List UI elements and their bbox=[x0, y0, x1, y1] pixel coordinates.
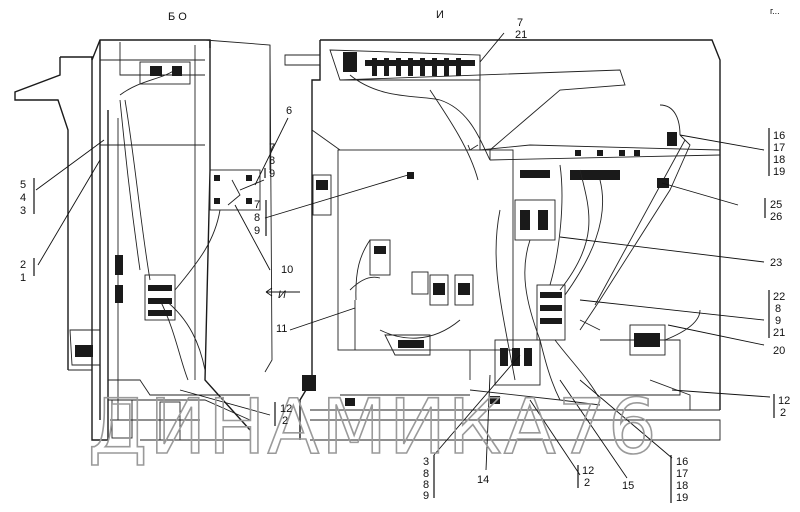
callout-number: 3 bbox=[20, 205, 26, 217]
leader-lines bbox=[33, 32, 775, 503]
callout-number: 19 bbox=[676, 492, 688, 504]
callout-number: 5 bbox=[20, 179, 26, 191]
callout-number: 8 bbox=[775, 303, 781, 315]
callout-number: 17 bbox=[773, 142, 785, 154]
callout-6: 6 bbox=[286, 105, 292, 117]
callout-16-19-bottom: 16 17 18 19 bbox=[676, 456, 688, 504]
callout-number: 20 bbox=[773, 345, 785, 357]
callout-number: 8 bbox=[423, 468, 429, 480]
callout-number: 1 bbox=[20, 272, 26, 284]
callout-number: 9 bbox=[423, 490, 429, 502]
callout-14: 14 bbox=[477, 474, 489, 486]
callout-2-1: 2 1 bbox=[20, 259, 26, 284]
callout-number: 22 bbox=[773, 291, 785, 303]
callout-number: 10 bbox=[281, 264, 293, 276]
callout-number: 21 bbox=[773, 327, 785, 339]
callout-number: 7 bbox=[517, 17, 523, 29]
view-label-right: И bbox=[436, 9, 444, 21]
callout-number: 25 bbox=[770, 199, 782, 211]
callout-5-4-3: 5 4 3 bbox=[20, 179, 26, 217]
callout-number: 2 bbox=[780, 407, 786, 419]
callout-number: 9 bbox=[775, 315, 781, 327]
callout-number: 8 bbox=[423, 479, 429, 491]
callout-number: 2 bbox=[584, 477, 590, 489]
callout-number: 17 bbox=[676, 468, 688, 480]
callout-number: 9 bbox=[254, 225, 260, 237]
callout-number: 12 bbox=[778, 395, 790, 407]
arrow-mark: И bbox=[278, 289, 286, 301]
callout-number: 18 bbox=[676, 480, 688, 492]
callout-12-2-bottom: 12 2 bbox=[582, 465, 594, 489]
callout-number: 8 bbox=[269, 155, 275, 167]
callout-number: 8 bbox=[254, 212, 260, 224]
callout-15: 15 bbox=[622, 480, 634, 492]
callout-number: 23 bbox=[770, 257, 782, 269]
callout-number: 7 bbox=[254, 199, 260, 211]
callout-number: 3 bbox=[423, 456, 429, 468]
view-arrow bbox=[265, 287, 300, 297]
callout-number: 12 bbox=[582, 465, 594, 477]
callout-12-2-left: 12 2 bbox=[280, 403, 292, 427]
left-assembly bbox=[14, 39, 273, 441]
callout-number: 12 bbox=[280, 403, 292, 415]
watermark-text: ДИНАМИКА76 bbox=[88, 382, 658, 471]
callout-16-19-top: 16 17 18 19 bbox=[773, 130, 785, 178]
callout-number: 14 bbox=[477, 474, 489, 486]
callout-number: 21 bbox=[515, 29, 527, 41]
callout-11: 11 bbox=[276, 323, 287, 335]
callout-number: 16 bbox=[773, 130, 785, 142]
callout-7-8-9-b: 7 8 9 bbox=[254, 199, 260, 237]
callout-number: 4 bbox=[20, 192, 26, 204]
callout-3-8-9-bottom: 3 8 8 9 bbox=[423, 456, 429, 502]
callout-number: 2 bbox=[282, 415, 288, 427]
callout-7-21: 7 21 bbox=[515, 17, 527, 41]
callout-number: 6 bbox=[286, 105, 292, 117]
corner-mark: г... bbox=[770, 6, 780, 16]
view-label-left: Б О bbox=[168, 11, 187, 23]
callout-25-26: 25 26 bbox=[770, 199, 782, 223]
callout-number: 16 bbox=[676, 456, 688, 468]
callout-number: 19 bbox=[773, 166, 785, 178]
callout-number: 18 bbox=[773, 154, 785, 166]
callout-number: 11 bbox=[276, 323, 287, 335]
callout-7-8-9-a: 7 8 9 bbox=[269, 142, 275, 180]
callout-number: 15 bbox=[622, 480, 634, 492]
callout-10: 10 bbox=[281, 264, 293, 276]
callout-12-2-right: 12 2 bbox=[778, 395, 790, 419]
right-assembly bbox=[284, 39, 721, 441]
callout-23: 23 bbox=[770, 257, 782, 269]
callout-number: 9 bbox=[269, 168, 275, 180]
callout-number: 26 bbox=[770, 211, 782, 223]
callout-20: 20 bbox=[773, 345, 785, 357]
callout-number: 2 bbox=[20, 259, 26, 271]
callout-22-8-9-21: 22 8 9 21 bbox=[773, 291, 785, 339]
callout-number: 7 bbox=[269, 142, 275, 154]
